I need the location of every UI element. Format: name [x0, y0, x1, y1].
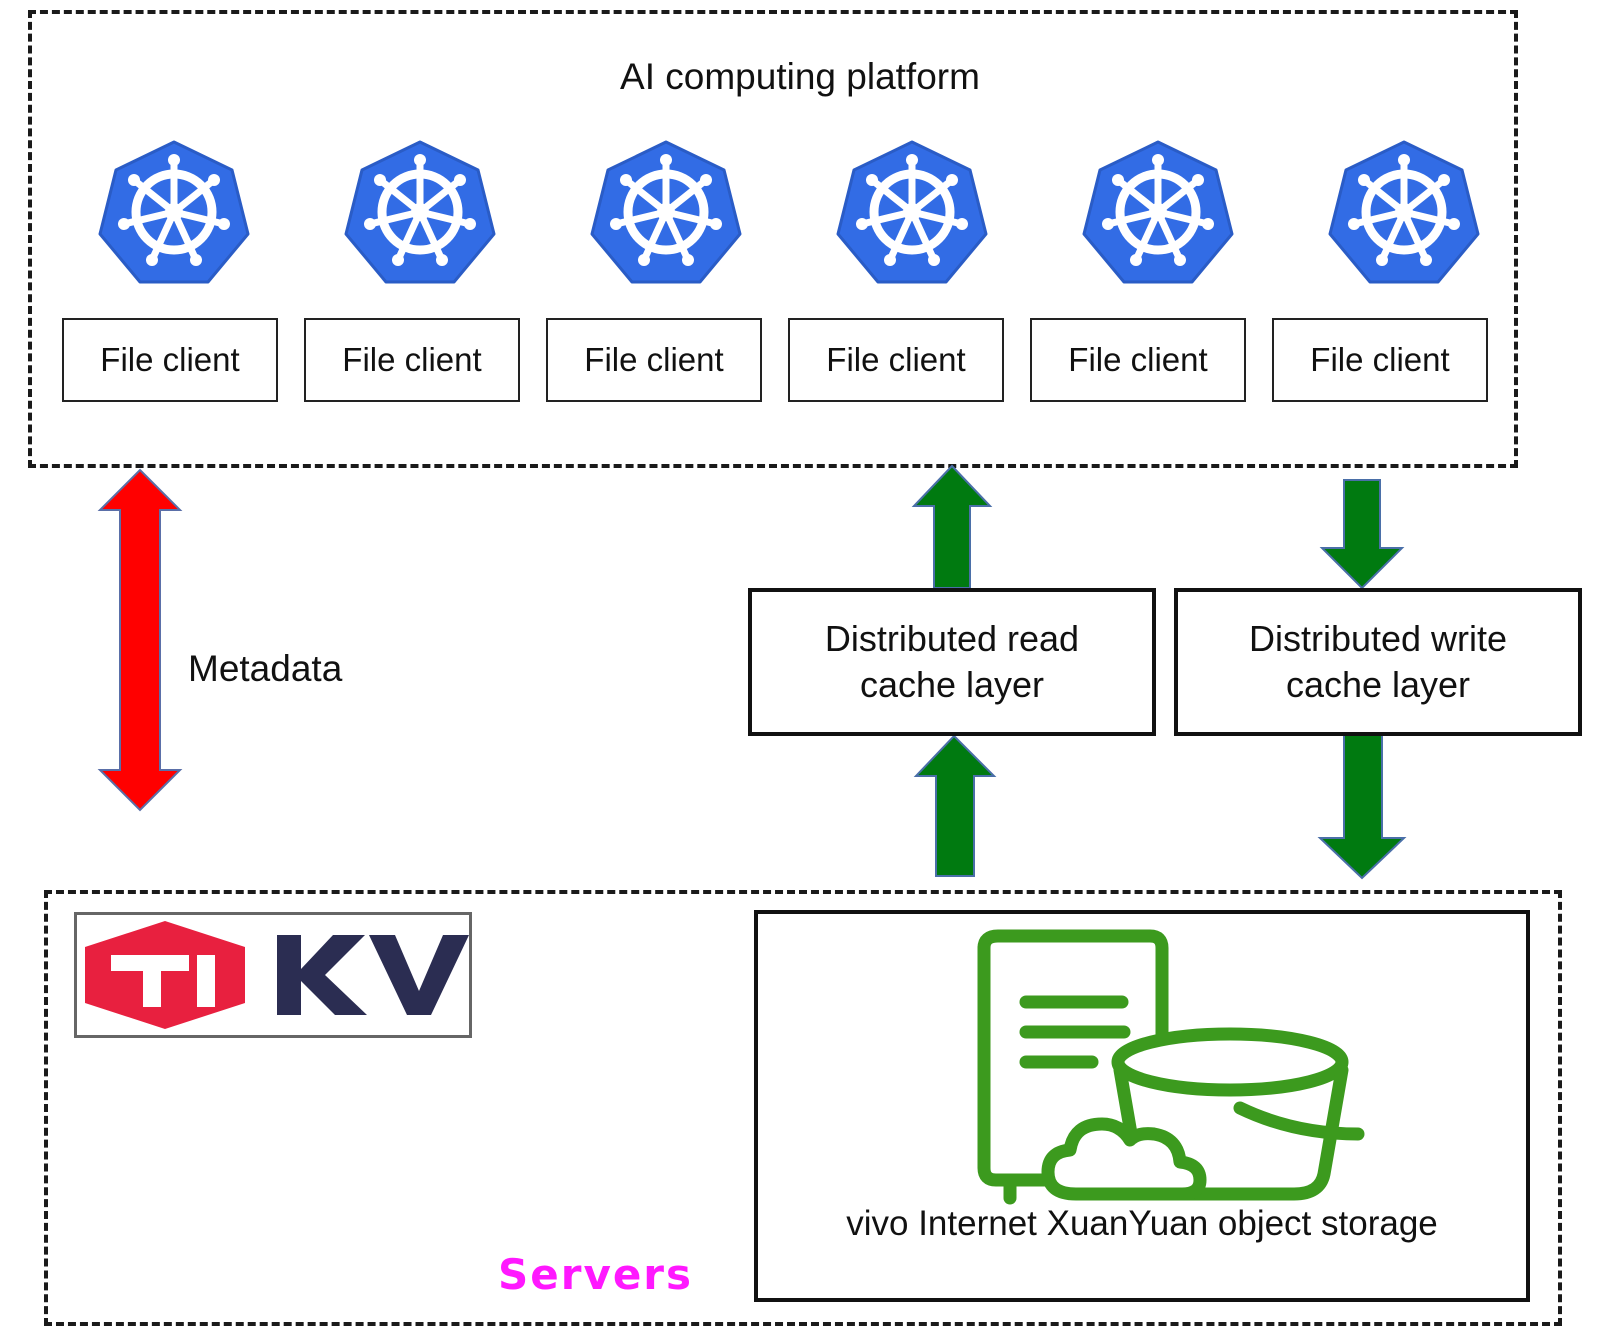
read-cache-layer-box: Distributed read cache layer — [748, 588, 1156, 736]
write-cache-to-storage-arrow — [1317, 733, 1407, 880]
write-cache-line2: cache layer — [1285, 664, 1471, 705]
storage-to-read-cache-arrow — [913, 734, 997, 877]
file-client-label: File client — [100, 341, 240, 378]
object-storage-label: vivo Internet XuanYuan object storage — [846, 1204, 1438, 1243]
file-client-box: File client — [1030, 318, 1246, 402]
file-client-box: File client — [546, 318, 762, 402]
read-cache-line2: cache layer — [859, 664, 1045, 705]
tikv-logo — [74, 912, 472, 1038]
object-storage-bucket-icon — [977, 929, 1365, 1205]
file-client-label: File client — [1068, 341, 1208, 378]
read-cache-line1: Distributed read — [824, 618, 1080, 659]
metadata-label: Metadata — [188, 648, 343, 689]
ai-platform-container — [28, 10, 1518, 468]
file-client-label: File client — [1310, 341, 1450, 378]
file-client-label: File client — [342, 341, 482, 378]
file-client-label: File client — [826, 341, 966, 378]
read-cache-up-arrow — [911, 464, 993, 589]
file-client-box: File client — [304, 318, 520, 402]
servers-label: Servers — [498, 1250, 694, 1299]
tikv-logo-mark — [85, 921, 469, 1029]
write-cache-layer-box: Distributed write cache layer — [1174, 588, 1582, 736]
write-cache-line1: Distributed write — [1248, 618, 1508, 659]
metadata-arrow — [97, 468, 183, 812]
file-client-box: File client — [1272, 318, 1488, 402]
file-client-box: File client — [788, 318, 1004, 402]
ai-platform-title: AI computing platform — [620, 56, 980, 97]
servers-container — [44, 890, 1562, 1326]
clients-to-write-cache-arrow — [1319, 479, 1405, 590]
file-client-box: File client — [62, 318, 278, 402]
object-storage-box: vivo Internet XuanYuan object storage — [754, 910, 1530, 1302]
file-client-label: File client — [584, 341, 724, 378]
